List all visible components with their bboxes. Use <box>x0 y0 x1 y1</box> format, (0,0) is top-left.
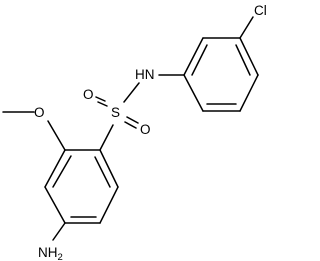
bond-ringA-double-3 <box>94 156 111 188</box>
bond-ring-to-chlorine <box>239 16 254 39</box>
methoxy-group: O <box>2 105 66 151</box>
bond-ringB-6 <box>183 74 204 112</box>
bond-ringB-3 <box>239 37 259 76</box>
bond-ringA-3 <box>44 186 66 224</box>
bond-ringB-double-1 <box>191 44 208 76</box>
structure-canvas: O S O O HN <box>2 3 267 261</box>
bond-ringB-double-2 <box>235 44 251 76</box>
amide-nitrogen-symbol: N <box>145 67 155 82</box>
amino-group: NH2 <box>38 222 66 261</box>
chloro-group: Cl <box>239 3 267 39</box>
bond-ringA-6 <box>99 149 119 188</box>
bond-sulfur-to-oxygen-2 <box>126 116 139 124</box>
methoxy-oxygen-label: O <box>34 105 45 120</box>
ring-a <box>44 149 119 224</box>
amine-hydrogen-subscript: 2 <box>58 252 63 261</box>
sulfonyl-oxygen-2-label: O <box>140 122 151 137</box>
ring-b <box>183 37 259 112</box>
bond-ringB-4 <box>239 74 259 112</box>
bond-sulfur-to-oxygen-1 <box>95 96 106 102</box>
amine-hydrogen-symbol: H <box>48 245 58 260</box>
bond-ringA-5 <box>99 186 119 224</box>
amine-label: NH2 <box>38 245 63 261</box>
amide-hydrogen-label: H <box>135 67 145 82</box>
sulfonyl-oxygen-1-label: O <box>83 87 94 102</box>
bond-ring-to-sulfur <box>99 124 114 151</box>
bond-ring-to-amine <box>52 222 66 241</box>
bond-ring-to-methoxy-oxygen <box>47 120 66 151</box>
chemical-structure-diagram: O S O O HN <box>2 3 267 261</box>
bond-sulfur-to-oxygen-1-double <box>97 101 108 107</box>
amine-nitrogen-symbol: N <box>38 245 48 260</box>
bond-ringA-2 <box>44 149 66 188</box>
amide-nitrogen-label: HN <box>135 67 155 82</box>
bond-sulfur-to-nitrogen <box>123 82 140 103</box>
sulfonyl-sulfur-label: S <box>111 105 120 120</box>
chlorine-label: Cl <box>254 3 267 18</box>
bond-ringA-double-1 <box>52 155 72 188</box>
bond-ringB-1 <box>183 37 204 76</box>
bond-sulfur-to-oxygen-2-double <box>124 121 137 129</box>
sulfonamide-group: S O O HN <box>83 67 185 151</box>
